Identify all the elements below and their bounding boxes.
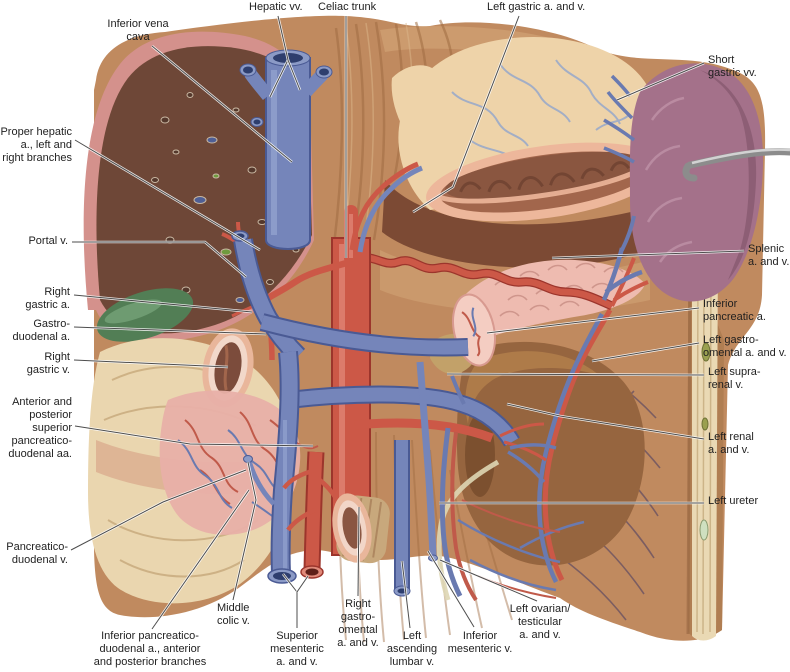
leader-left-renal [506,403,705,440]
leader-left-ascending-lumbar [401,560,411,629]
splenic-vein [260,315,469,355]
leader-left-suprarenal [446,373,705,376]
inferior-mesenteric-vein [416,361,437,557]
left-gastric-artery [349,161,419,251]
inferior-vena-cava-vessel [239,49,333,250]
leader-portal-v [72,241,247,278]
leader-inferior-pancreatic [486,307,700,334]
ascending-lumbar-vein [393,440,411,597]
splenic-hilum-vessels [601,215,649,307]
leader-gastro-duodenal-a [73,326,267,335]
renal-vessels [286,375,557,484]
leader-left-gastric [412,15,520,213]
leader-hepatic-vv [287,59,301,91]
left-gastric-vein [357,165,423,253]
duodenum-cut-ring [202,328,254,408]
abdominal-wall [686,247,724,641]
leader-inferior-mesenteric-v [427,550,475,628]
portal-venous-system [231,230,469,364]
leader-right-gastric-a [73,294,253,313]
gastric-veins [451,59,631,161]
retractor [682,148,790,182]
leader-left-gastro-omental [591,342,700,362]
leader-left-ovarian-testicular [439,559,538,602]
leader-proper-hepatic [74,139,261,251]
leader-inferior-pancreaticoduodenal [151,489,250,630]
stomach [391,37,664,222]
leader-pancreatico-duodenal-v [70,469,247,551]
left-renal-vein [287,387,519,446]
spleen [629,63,764,302]
left-suprarenal-vein [450,375,466,405]
leader-ant-post-sup-pancreaticoduodenal [74,425,314,447]
pancreatic-head [159,390,319,535]
leader-splenic [551,250,745,259]
leader-middle-colic-v [232,461,257,601]
omental-bursa-floor [382,180,650,268]
leader-superior-mesenteric [296,575,309,593]
stomach-cut-open [426,142,664,222]
leader-inferior-vena-cava [151,45,293,163]
leader-lines [70,15,745,630]
leader-right-gastro-omental [357,506,360,597]
splenic-artery [350,254,614,309]
leader-right-gastric-v [73,359,229,368]
leader-short-gastric [616,62,705,101]
gonadal-vessels [439,427,585,602]
superior-mesenteric-vessels [267,350,341,584]
